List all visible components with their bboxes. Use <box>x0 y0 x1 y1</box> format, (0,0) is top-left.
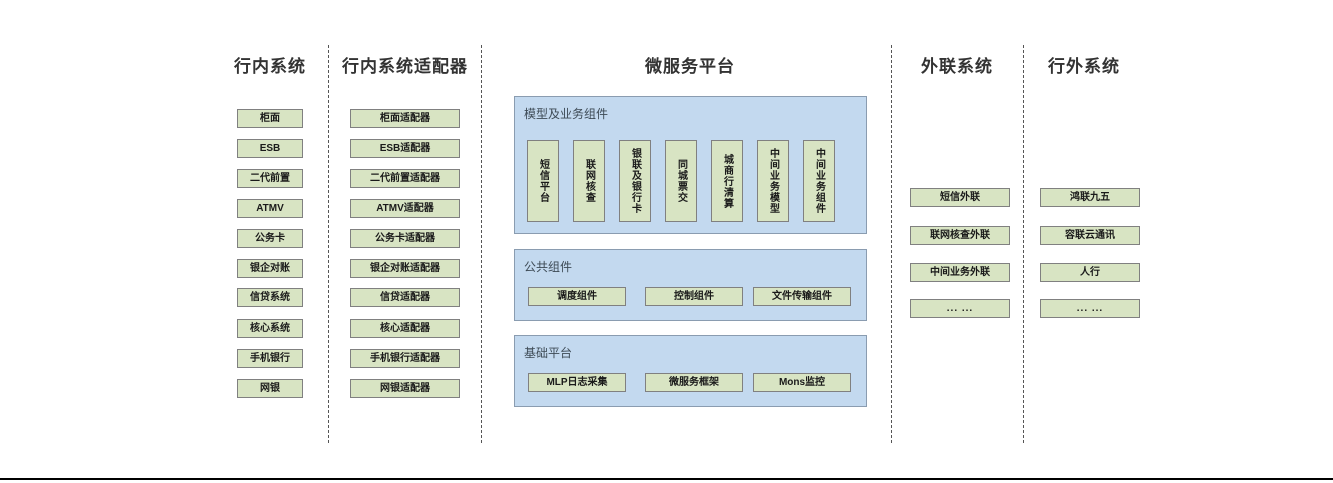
node-model-5[interactable]: 城商行清算 <box>711 140 743 222</box>
node-adapter-4[interactable]: ATMV适配器 <box>350 199 460 218</box>
panel-label-base-platform: 基础平台 <box>524 346 573 360</box>
node-internal-5[interactable]: 公务卡 <box>237 229 303 248</box>
column-title-outside-bank-systems: 行外系统 <box>1048 57 1120 76</box>
node-model-1[interactable]: 短信平台 <box>527 140 559 222</box>
node-public-2[interactable]: 控制组件 <box>645 287 743 306</box>
node-outside-3[interactable]: 人行 <box>1040 263 1140 282</box>
node-liaison-4[interactable]: ... ... <box>910 299 1010 318</box>
node-adapter-1[interactable]: 柜面适配器 <box>350 109 460 128</box>
node-internal-4[interactable]: ATMV <box>237 199 303 218</box>
node-internal-6[interactable]: 银企对账 <box>237 259 303 278</box>
node-public-1[interactable]: 调度组件 <box>528 287 626 306</box>
node-internal-10[interactable]: 网银 <box>237 379 303 398</box>
node-outside-1[interactable]: 鸿联九五 <box>1040 188 1140 207</box>
panel-label-model-business-components: 模型及业务组件 <box>524 107 609 121</box>
node-outside-4[interactable]: ... ... <box>1040 299 1140 318</box>
node-base-1[interactable]: MLP日志采集 <box>528 373 626 392</box>
node-model-6[interactable]: 中间业务模型 <box>757 140 789 222</box>
node-internal-8[interactable]: 核心系统 <box>237 319 303 338</box>
node-model-3[interactable]: 银联及银行卡 <box>619 140 651 222</box>
bottom-divider <box>0 478 1333 480</box>
node-adapter-5[interactable]: 公务卡适配器 <box>350 229 460 248</box>
node-adapter-9[interactable]: 手机银行适配器 <box>350 349 460 368</box>
node-internal-9[interactable]: 手机银行 <box>237 349 303 368</box>
node-internal-3[interactable]: 二代前置 <box>237 169 303 188</box>
node-liaison-1[interactable]: 短信外联 <box>910 188 1010 207</box>
panel-public-components <box>514 249 867 321</box>
node-internal-2[interactable]: ESB <box>237 139 303 158</box>
node-public-3[interactable]: 文件传输组件 <box>753 287 851 306</box>
node-internal-7[interactable]: 信贷系统 <box>237 288 303 307</box>
column-title-internal-system-adapters: 行内系统适配器 <box>342 57 468 76</box>
panel-base-platform <box>514 335 867 407</box>
panel-label-public-components: 公共组件 <box>524 260 573 274</box>
node-base-3[interactable]: Mons监控 <box>753 373 851 392</box>
node-liaison-2[interactable]: 联网核查外联 <box>910 226 1010 245</box>
node-adapter-3[interactable]: 二代前置适配器 <box>350 169 460 188</box>
node-adapter-7[interactable]: 信贷适配器 <box>350 288 460 307</box>
divider-3 <box>891 45 892 443</box>
node-model-2[interactable]: 联网核查 <box>573 140 605 222</box>
node-adapter-6[interactable]: 银企对账适配器 <box>350 259 460 278</box>
node-adapter-2[interactable]: ESB适配器 <box>350 139 460 158</box>
column-title-external-liaison-systems: 外联系统 <box>921 57 993 76</box>
node-adapter-10[interactable]: 网银适配器 <box>350 379 460 398</box>
column-title-internal-systems: 行内系统 <box>234 57 306 76</box>
divider-2 <box>481 45 482 443</box>
node-base-2[interactable]: 微服务框架 <box>645 373 743 392</box>
divider-1 <box>328 45 329 443</box>
node-outside-2[interactable]: 容联云通讯 <box>1040 226 1140 245</box>
node-model-4[interactable]: 同城票交 <box>665 140 697 222</box>
node-internal-1[interactable]: 柜面 <box>237 109 303 128</box>
column-title-microservice-platform: 微服务平台 <box>645 57 735 76</box>
divider-4 <box>1023 45 1024 443</box>
node-liaison-3[interactable]: 中间业务外联 <box>910 263 1010 282</box>
node-adapter-8[interactable]: 核心适配器 <box>350 319 460 338</box>
node-model-7[interactable]: 中间业务组件 <box>803 140 835 222</box>
